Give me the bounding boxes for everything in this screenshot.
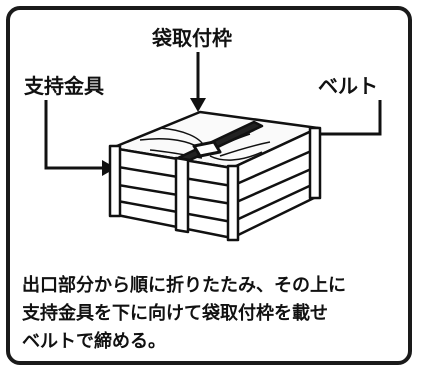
belt-buckle	[192, 140, 222, 158]
instruction-caption: 出口部分から順に折りたたみ、その上に 支持金具を下に向けて袋取付枠を載せ ベルト…	[22, 272, 402, 356]
crate	[108, 110, 322, 242]
frame-arrowhead	[190, 98, 206, 112]
belt-front	[174, 156, 190, 234]
label-support-bracket: 支持金具	[24, 74, 104, 98]
label-belt: ベルト	[318, 74, 378, 98]
corner-post-front	[226, 164, 240, 242]
caption-line-3: ベルトで締める。	[22, 331, 166, 352]
corner-post-left	[108, 144, 122, 218]
label-bag-frame: 袋取付枠	[152, 26, 232, 50]
corner-post-right	[308, 126, 322, 200]
caption-line-1: 出口部分から順に折りたたみ、その上に	[22, 275, 346, 296]
caption-line-2: 支持金具を下に向けて袋取付枠を載せ	[22, 303, 328, 324]
bracket-arrow-line	[44, 100, 104, 170]
